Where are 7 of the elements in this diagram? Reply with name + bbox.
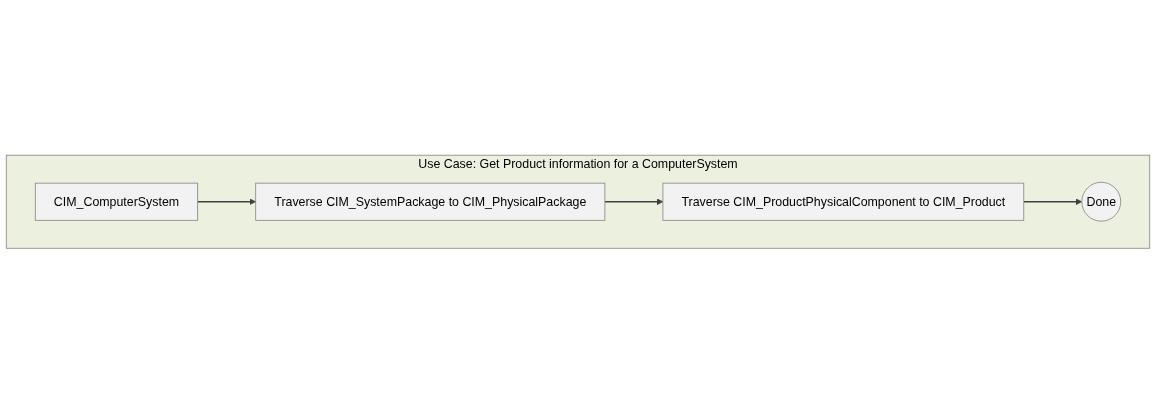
node-box: CIM_ComputerSystem [34, 183, 199, 221]
arrow [1023, 198, 1083, 206]
node-circle: Done [1081, 182, 1122, 222]
arrow [604, 198, 664, 206]
node-box: Traverse CIM_SystemPackage to CIM_PhysicalPackage [255, 183, 606, 221]
arrow [196, 198, 257, 206]
node-box: Traverse CIM_ProductPhysicalComponent to CIM_Product [662, 183, 1025, 221]
